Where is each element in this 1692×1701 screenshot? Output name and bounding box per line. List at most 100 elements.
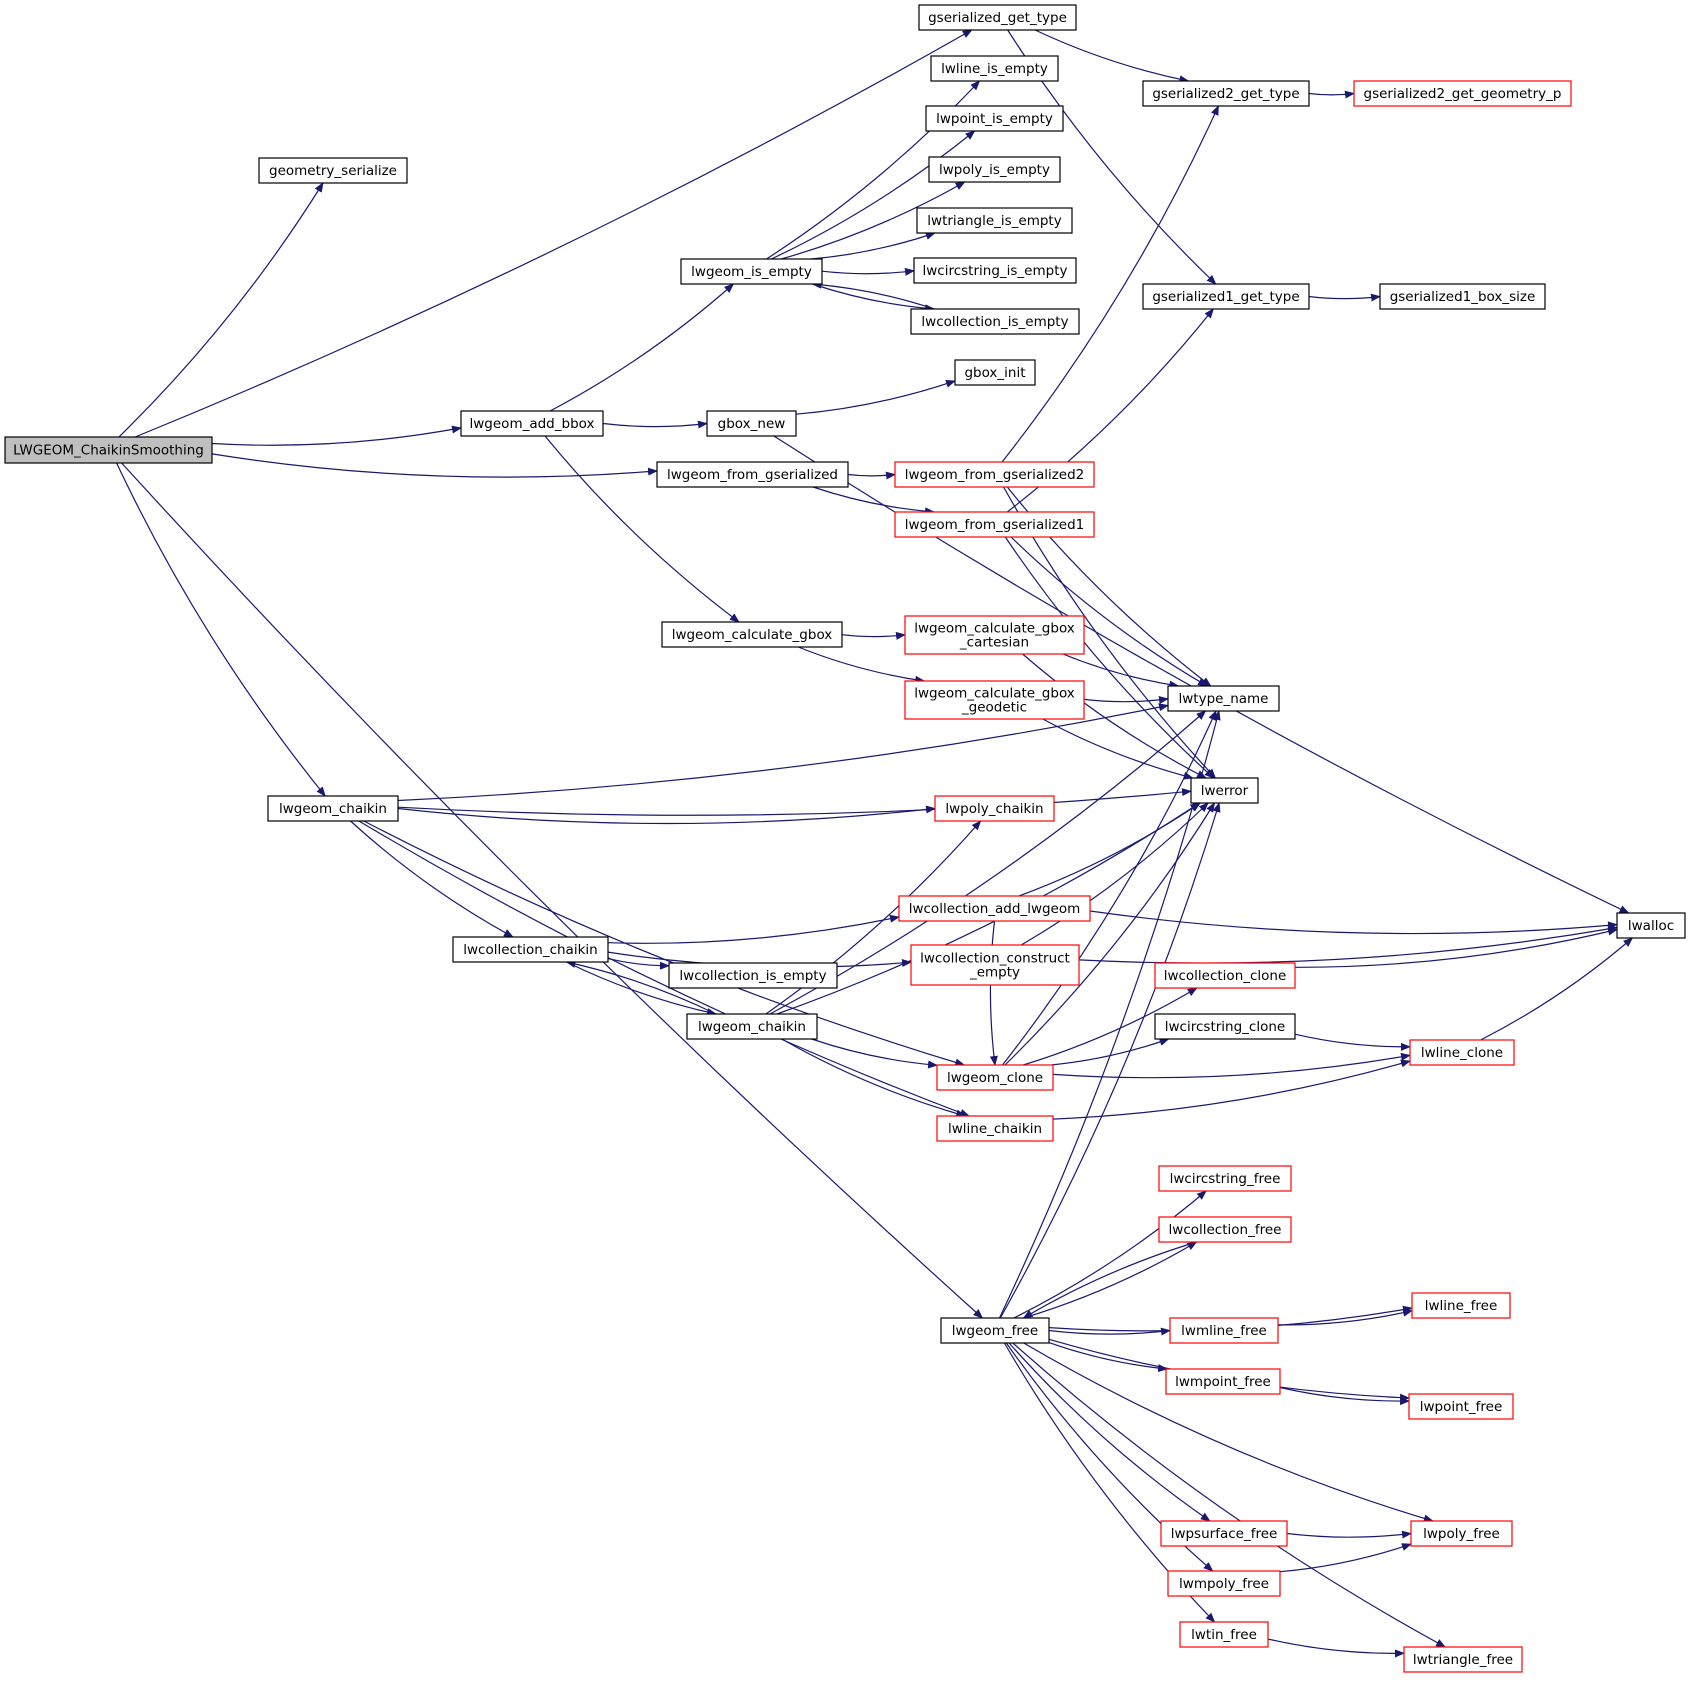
edge-lwgeom_clone-to-lwcircstring_clone <box>1051 1038 1170 1066</box>
node-gbox_new[interactable]: gbox_new <box>706 410 797 437</box>
node-lwpoint_is_empty[interactable]: lwpoint_is_empty <box>925 105 1064 132</box>
node-label: lwpoint_free <box>1420 1399 1503 1415</box>
edge-lwgeom_from_gserialized1-to-gserialized1_get_type <box>1006 308 1214 513</box>
node-box <box>904 615 1085 655</box>
node-box <box>668 962 838 989</box>
node-gserialized_get_type[interactable]: gserialized_get_type <box>918 4 1077 31</box>
edge-lwgeom_chaikin_a-to-lwtype_name <box>397 703 1169 802</box>
node-lwcircstring_clone[interactable]: lwcircstring_clone <box>1154 1013 1296 1040</box>
node-box <box>258 157 408 184</box>
edge-root-to-gserialized_get_type <box>134 29 973 438</box>
node-lwcollection_add_lwgeom[interactable]: lwcollection_add_lwgeom <box>898 895 1091 922</box>
node-lwline_clone[interactable]: lwline_clone <box>1409 1039 1515 1066</box>
node-box <box>1154 1013 1296 1040</box>
node-lwerror[interactable]: lwerror <box>1190 777 1259 804</box>
node-lwpoly_free[interactable]: lwpoly_free <box>1410 1520 1513 1547</box>
node-label: geometry_serialize <box>269 163 397 179</box>
edge-root-to-lwgeom_add_bbox <box>211 425 462 446</box>
node-lwcollection_chaikin[interactable]: lwcollection_chaikin <box>452 936 609 963</box>
node-lwgeom_calculate_gbox_geodetic[interactable]: lwgeom_calculate_gbox_geodetic <box>904 680 1085 720</box>
edge-root-to-lwgeom_from_gserialized <box>211 453 658 478</box>
edge-lwgeom_chaikin_b-to-lwline_chaikin <box>781 1038 967 1118</box>
node-label: gserialized1_get_type <box>1152 289 1299 305</box>
edge-lwgeom_is_empty-to-lwcircstring_is_empty <box>821 267 915 276</box>
node-lwmpoly_free[interactable]: lwmpoly_free <box>1167 1570 1281 1597</box>
node-gserialized2_get_type[interactable]: gserialized2_get_type <box>1142 80 1310 107</box>
node-lwline_is_empty[interactable]: lwline_is_empty <box>930 55 1059 82</box>
node-lwcollection_is_empty_a[interactable]: lwcollection_is_empty <box>910 308 1080 335</box>
node-lwcollection_clone[interactable]: lwcollection_clone <box>1154 962 1296 989</box>
node-box <box>1167 685 1280 712</box>
node-lwtriangle_is_empty[interactable]: lwtriangle_is_empty <box>916 207 1073 234</box>
node-label: lwerror <box>1201 783 1249 799</box>
node-box <box>1142 80 1310 107</box>
node-label: lwgeom_chaikin <box>279 801 387 817</box>
node-lwgeom_add_bbox[interactable]: lwgeom_add_bbox <box>460 410 604 437</box>
node-box <box>1403 1646 1523 1673</box>
edge-gserialized1_get_type-to-gserialized1_box_size <box>1308 293 1381 302</box>
edge-lwcollection_add_lwgeom-to-lwerror <box>1018 802 1201 897</box>
node-gserialized2_get_geometry_p[interactable]: gserialized2_get_geometry_p <box>1353 80 1572 107</box>
node-lwgeom_calculate_gbox_cartesian[interactable]: lwgeom_calculate_gbox_cartesian <box>904 615 1085 655</box>
edge-root-to-lwgeom_free <box>121 462 984 1319</box>
node-lwgeom_is_empty[interactable]: lwgeom_is_empty <box>680 258 823 285</box>
edge-lwgeom_chaikin_a-to-lwerror <box>397 788 1192 816</box>
node-lwgeom_free[interactable]: lwgeom_free <box>940 1317 1050 1344</box>
node-lwgeom_from_gserialized1[interactable]: lwgeom_from_gserialized1 <box>894 511 1095 538</box>
node-box <box>918 4 1077 31</box>
node-lwline_free[interactable]: lwline_free <box>1411 1292 1511 1319</box>
node-lwtriangle_free[interactable]: lwtriangle_free <box>1403 1646 1523 1673</box>
node-lwgeom_from_gserialized2[interactable]: lwgeom_from_gserialized2 <box>894 461 1095 488</box>
node-label: lwgeom_from_gserialized1 <box>905 517 1085 533</box>
node-lwpoly_chaikin[interactable]: lwpoly_chaikin <box>934 795 1055 822</box>
edge-lwpsurface_free-to-lwpoly_free <box>1286 1530 1412 1539</box>
node-label: lwline_free <box>1425 1298 1498 1314</box>
edge-lwgeom_chaikin_a-to-lwline_chaikin <box>358 820 971 1117</box>
node-root[interactable]: LWGEOM_ChaikinSmoothing <box>4 436 213 464</box>
edge-root-to-lwgeom_chaikin_a <box>116 462 326 797</box>
node-gserialized1_get_type[interactable]: gserialized1_get_type <box>1142 283 1310 310</box>
node-box <box>894 511 1095 538</box>
node-lwtin_free[interactable]: lwtin_free <box>1179 1621 1269 1648</box>
node-lwmline_free[interactable]: lwmline_free <box>1169 1317 1279 1344</box>
node-label: lwtriangle_is_empty <box>927 213 1061 229</box>
node-lwline_chaikin[interactable]: lwline_chaikin <box>936 1115 1054 1142</box>
node-lwmpoint_free[interactable]: lwmpoint_free <box>1165 1368 1281 1395</box>
edge-lwmpoly_free-to-lwpoly_free <box>1279 1543 1412 1573</box>
node-box <box>1353 80 1572 107</box>
node-lwgeom_chaikin_a[interactable]: lwgeom_chaikin <box>267 795 399 822</box>
node-box <box>934 795 1055 822</box>
node-label: lwgeom_free <box>952 1323 1038 1339</box>
node-box <box>904 680 1085 720</box>
node-lwcircstring_free[interactable]: lwcircstring_free <box>1158 1165 1292 1192</box>
node-label: lwline_is_empty <box>941 61 1048 77</box>
node-box <box>1154 962 1296 989</box>
node-label: lwcollection_clone <box>1164 968 1287 984</box>
edge-lwgeom_free-to-lwmpoint_free <box>1048 1342 1169 1373</box>
node-lwgeom_chaikin_b[interactable]: lwgeom_chaikin <box>686 1013 818 1040</box>
node-lwalloc[interactable]: lwalloc <box>1616 912 1686 939</box>
edge-lwgeom_is_empty-to-lwtriangle_is_empty <box>811 232 936 260</box>
node-lwcollection_construct_empty[interactable]: lwcollection_construct_empty <box>910 944 1080 986</box>
edge-gserialized2_get_type-to-gserialized2_get_geometry_p <box>1308 90 1355 99</box>
node-lwcollection_free[interactable]: lwcollection_free <box>1158 1216 1292 1243</box>
node-label: lwgeom_calculate_gbox <box>672 627 833 643</box>
node-lwtype_name[interactable]: lwtype_name <box>1167 685 1280 712</box>
node-lwcollection_is_empty_b[interactable]: lwcollection_is_empty <box>668 962 838 989</box>
node-lwcircstring_is_empty[interactable]: lwcircstring_is_empty <box>913 257 1077 284</box>
node-lwpoly_is_empty[interactable]: lwpoly_is_empty <box>928 156 1061 183</box>
node-lwpsurface_free[interactable]: lwpsurface_free <box>1160 1520 1288 1547</box>
node-lwgeom_calculate_gbox[interactable]: lwgeom_calculate_gbox <box>661 621 843 648</box>
node-lwgeom_from_gserialized[interactable]: lwgeom_from_gserialized <box>656 461 849 488</box>
node-label: lwgeom_calculate_gbox_geodetic <box>914 686 1075 716</box>
node-gbox_init[interactable]: gbox_init <box>954 359 1036 386</box>
edge-lwmpoint_free-to-lwpoint_free <box>1279 1386 1410 1406</box>
node-lwgeom_clone[interactable]: lwgeom_clone <box>936 1064 1054 1091</box>
node-gserialized1_box_size[interactable]: gserialized1_box_size <box>1379 283 1546 310</box>
edge-lwcollection_construct_empty-to-lwerror <box>1020 802 1209 946</box>
node-geometry_serialize[interactable]: geometry_serialize <box>258 157 408 184</box>
edge-lwgeom_free-to-lwmline_free <box>1048 1327 1171 1336</box>
node-lwpoint_free[interactable]: lwpoint_free <box>1408 1393 1514 1420</box>
node-label: gbox_init <box>964 365 1025 381</box>
